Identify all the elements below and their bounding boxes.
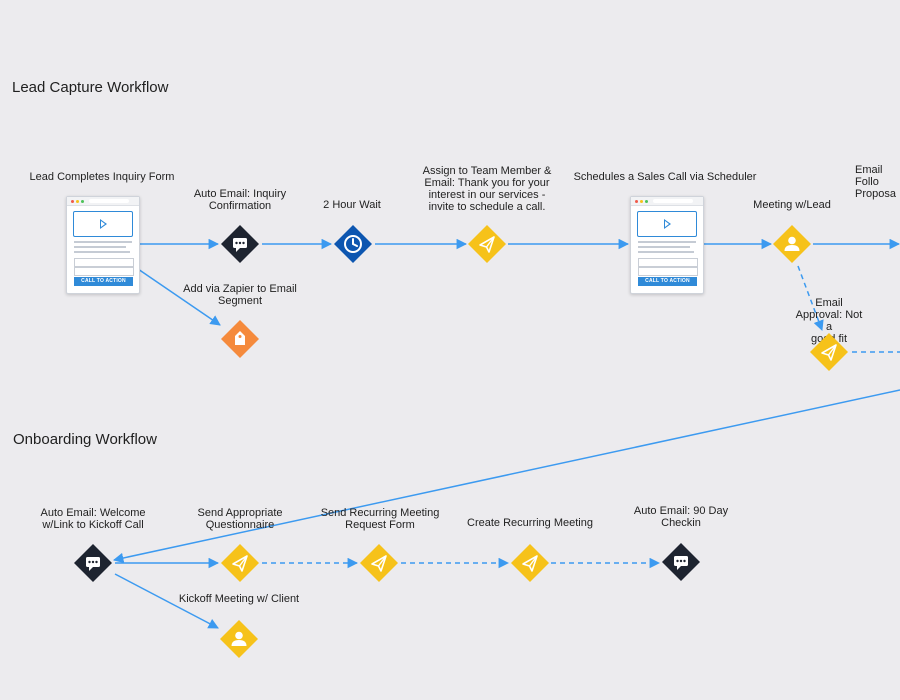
person-icon[interactable] [219, 619, 259, 659]
section-title-onboarding: Onboarding Workflow [13, 431, 157, 448]
label-kickoff: Kickoff Meeting w/ Client [178, 593, 300, 605]
person-icon[interactable] [772, 224, 812, 264]
label-zapier: Add via Zapier to Email Segment [183, 283, 297, 307]
label-schedules: Schedules a Sales Call via Scheduler [573, 171, 757, 183]
label-questionnaire: Send Appropriate Questionnaire [197, 507, 283, 531]
chat-bubble-icon[interactable] [661, 542, 701, 582]
label-lead-form: Lead Completes Inquiry Form [29, 171, 175, 183]
landing-page-icon[interactable]: CALL TO ACTION [630, 196, 704, 294]
play-icon [100, 219, 107, 229]
clock-icon[interactable] [333, 224, 373, 264]
label-auto-email-inquiry: Auto Email: Inquiry Confirmation [193, 188, 287, 212]
paper-plane-icon[interactable] [467, 224, 507, 264]
connector-proposal-to-welcome[interactable] [112, 389, 900, 564]
chat-bubble-icon[interactable] [220, 224, 260, 264]
paper-plane-icon[interactable] [510, 543, 550, 583]
paper-plane-icon[interactable] [809, 332, 849, 372]
label-recurring-request: Send Recurring Meeting Request Form [320, 507, 440, 531]
play-icon [664, 219, 671, 229]
call-to-action-button[interactable]: CALL TO ACTION [74, 277, 133, 286]
connector-meeting-to-approval[interactable] [797, 265, 824, 331]
connector-form-to-zapier[interactable] [137, 268, 221, 326]
label-wait: 2 Hour Wait [323, 199, 381, 211]
tag-icon[interactable] [220, 319, 260, 359]
video-placeholder [637, 211, 697, 237]
label-meeting: Meeting w/Lead [753, 199, 831, 211]
paper-plane-icon[interactable] [220, 543, 260, 583]
section-title-lead-capture: Lead Capture Workflow [12, 79, 169, 96]
chat-bubble-icon[interactable] [73, 543, 113, 583]
connector-welcome-to-kickoff[interactable] [114, 573, 219, 629]
label-create-recurring: Create Recurring Meeting [467, 517, 593, 529]
call-to-action-button[interactable]: CALL TO ACTION [638, 277, 697, 286]
paper-plane-icon[interactable] [359, 543, 399, 583]
label-email-followup: Email Follo Proposa [855, 164, 896, 200]
landing-page-icon[interactable]: CALL TO ACTION [66, 196, 140, 294]
label-checkin: Auto Email: 90 Day Checkin [633, 505, 729, 529]
label-welcome: Auto Email: Welcome w/Link to Kickoff Ca… [40, 507, 146, 531]
video-placeholder [73, 211, 133, 237]
label-assign: Assign to Team Member & Email: Thank you… [422, 165, 552, 213]
